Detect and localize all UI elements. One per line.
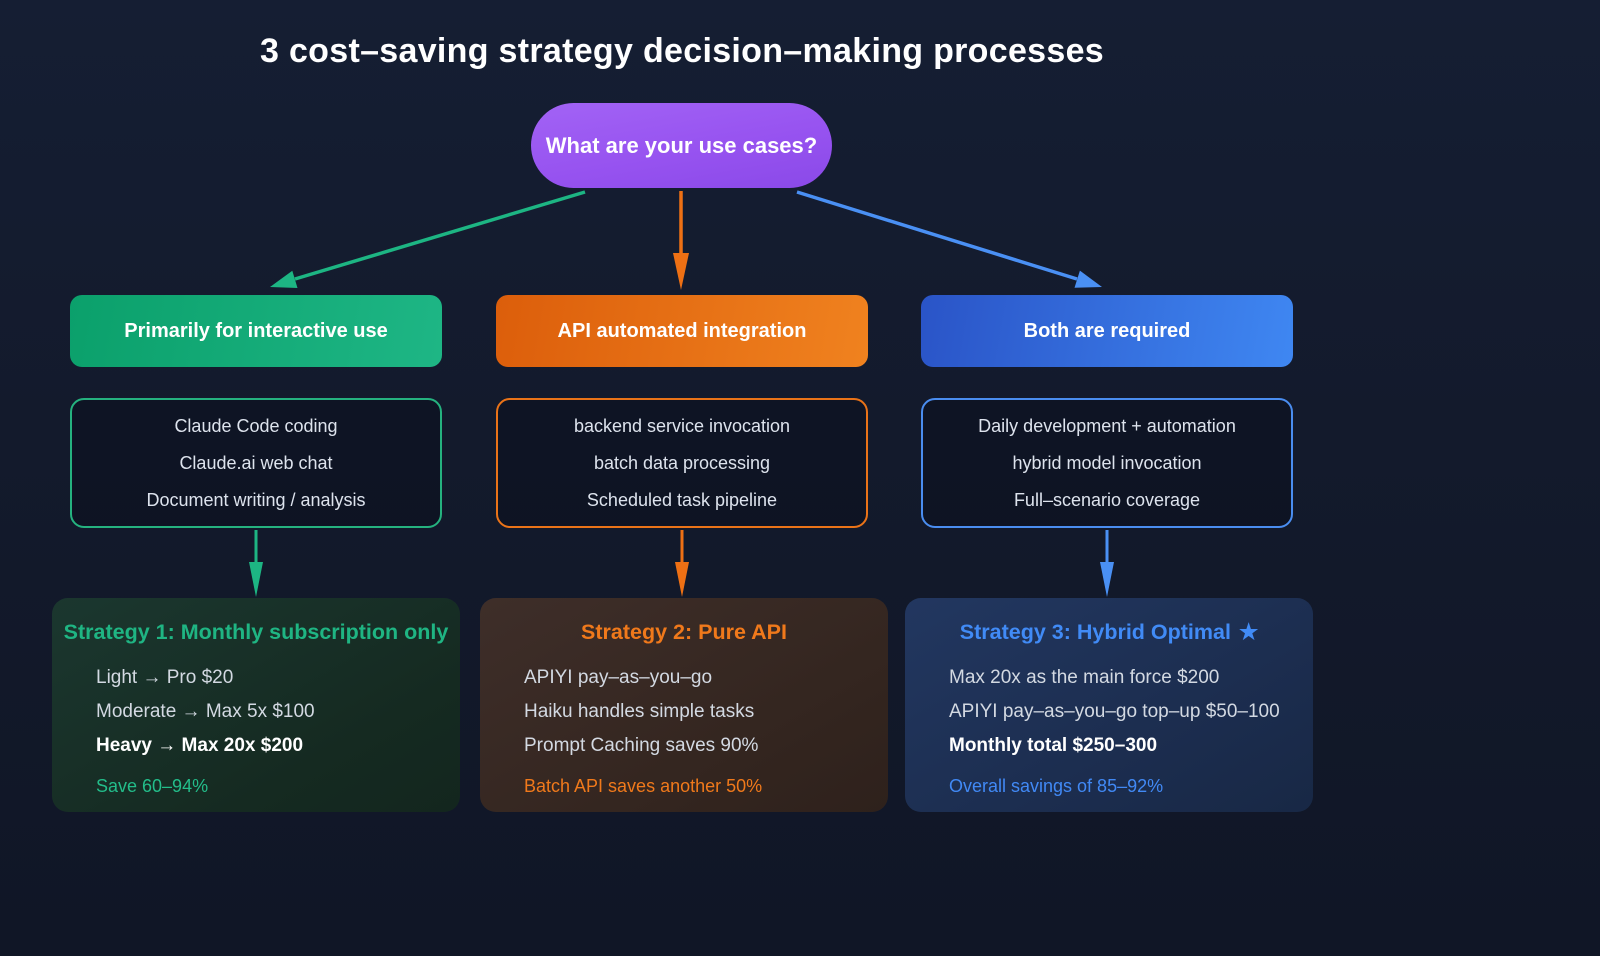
arrowhead-green-small <box>249 562 263 597</box>
use-cases-box-interactive: Claude Code coding Claude.ai web chat Do… <box>70 398 442 528</box>
strategy-detail-line: Light → Pro $20 <box>96 667 234 688</box>
use-case-line: backend service invocation <box>573 416 791 436</box>
branch-header-both-required: Both are required <box>921 295 1293 367</box>
strategy-detail-line: Max 20x as the main force $200 <box>949 667 1220 688</box>
strategy-detail-line: Prompt Caching saves 90% <box>524 735 759 756</box>
arrow-line-green <box>294 190 586 281</box>
arrow-root-to-api <box>673 191 689 290</box>
arrowhead-green <box>270 270 298 288</box>
arrow-root-to-both <box>796 190 1102 288</box>
use-case-line: Daily development + automation <box>978 416 1236 436</box>
strategy-detail-line: Haiku handles simple tasks <box>524 701 755 722</box>
strategy-detail-line: Monthly total $250–300 <box>949 735 1158 756</box>
strategy-2-title: Strategy 2: Pure API <box>581 620 787 644</box>
use-case-line: Full–scenario coverage <box>1013 490 1201 510</box>
arrowhead-blue-small <box>1100 562 1114 597</box>
use-case-line: Document writing / analysis <box>146 490 366 510</box>
strategy-3-savings: Overall savings of 85–92% <box>949 776 1164 796</box>
arrowhead-orange-small <box>675 562 689 597</box>
root-question-node: What are your use cases? <box>531 103 832 188</box>
strategy-2-details: APIYI pay–as–you–go Haiku handles simple… <box>524 661 888 763</box>
arrow-line-blue <box>796 190 1078 281</box>
strategy-detail-line: APIYI pay–as–you–go top–up $50–100 <box>949 701 1280 722</box>
branch-header-label: Both are required <box>1023 319 1191 342</box>
root-question-label: What are your use cases? <box>545 132 818 158</box>
use-case-line: hybrid model invocation <box>1012 453 1202 473</box>
strategy-1-title: Strategy 1: Monthly subscription only <box>63 620 449 644</box>
strategy-detail-line: Moderate → Max 5x $100 <box>96 701 315 722</box>
use-case-line: batch data processing <box>593 453 771 473</box>
strategy-detail-line: Heavy → Max 20x $200 <box>96 735 304 756</box>
branch-header-label: Primarily for interactive use <box>124 319 388 342</box>
strategy-3-title: Strategy 3: Hybrid Optimal ★ <box>905 620 1313 645</box>
use-cases-box-both: Daily development + automation hybrid mo… <box>921 398 1293 528</box>
arrow-usecase-to-strategy-1 <box>249 530 263 597</box>
strategy-1-details: Light → Pro $20 Moderate → Max 5x $100 H… <box>96 661 460 763</box>
page-title: 3 cost–saving strategy decision–making p… <box>260 32 1104 70</box>
star-icon: ★ <box>1238 620 1259 644</box>
strategy-card-1: Strategy 1: Monthly subscription only Li… <box>52 598 460 812</box>
branch-header-api-integration: API automated integration <box>496 295 868 367</box>
use-case-line: Claude.ai web chat <box>179 453 333 473</box>
strategy-detail-line: APIYI pay–as–you–go <box>524 667 713 688</box>
arrow-usecase-to-strategy-3 <box>1100 530 1114 597</box>
strategy-card-2: Strategy 2: Pure API APIYI pay–as–you–go… <box>480 598 888 812</box>
branch-header-label: API automated integration <box>557 319 807 342</box>
arrowhead-orange <box>673 253 689 290</box>
use-case-line: Scheduled task pipeline <box>586 490 778 510</box>
strategy-1-savings: Save 60–94% <box>96 776 209 796</box>
arrowhead-blue <box>1074 270 1102 288</box>
use-cases-box-api: backend service invocation batch data pr… <box>496 398 868 528</box>
arrow-usecase-to-strategy-2 <box>675 530 689 597</box>
arrow-root-to-interactive <box>270 190 586 288</box>
branch-header-interactive-use: Primarily for interactive use <box>70 295 442 367</box>
strategy-2-savings: Batch API saves another 50% <box>524 776 763 796</box>
strategy-3-title-text: Strategy 3: Hybrid Optimal <box>959 620 1231 644</box>
strategy-3-details: Max 20x as the main force $200 APIYI pay… <box>949 661 1313 763</box>
use-case-line: Claude Code coding <box>174 416 338 436</box>
strategy-card-3: Strategy 3: Hybrid Optimal ★ Max 20x as t… <box>905 598 1313 812</box>
